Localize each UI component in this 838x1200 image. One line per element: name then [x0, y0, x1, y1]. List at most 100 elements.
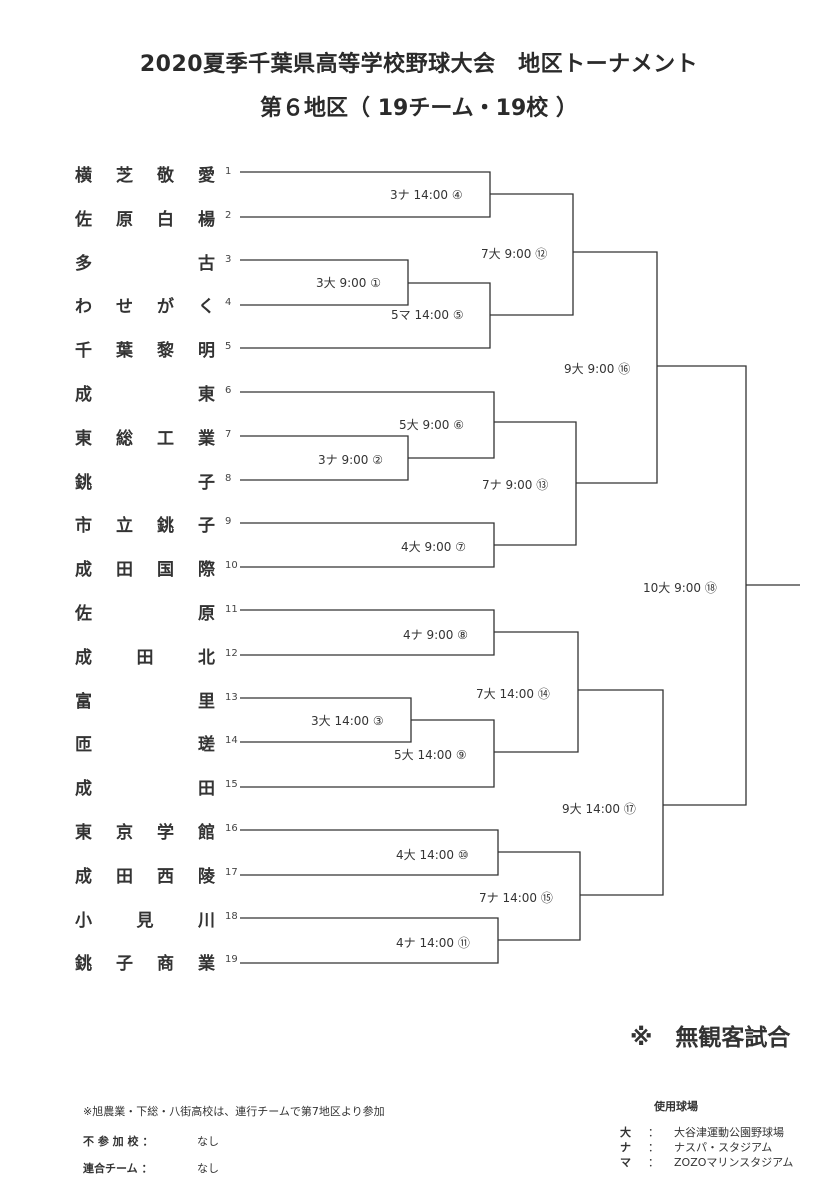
match-15: 7ナ 14:00 ⑮: [479, 891, 553, 905]
team-name-char: が: [157, 297, 174, 318]
match-10: 4大 14:00 ⑩: [396, 848, 469, 862]
team-number: 16: [225, 823, 238, 834]
match-4: 3ナ 14:00 ④: [390, 188, 463, 202]
team-name-char: 銚: [75, 472, 92, 493]
team-name-char: 川: [198, 910, 215, 931]
match-13: 7ナ 9:00 ⑬: [482, 478, 549, 492]
team-name: 成田西陵: [75, 862, 215, 887]
team-name: 東総工業: [75, 424, 215, 449]
team-name: 成東: [75, 380, 215, 405]
team-name: 匝瑳: [75, 730, 215, 755]
team-name: 小見川: [75, 906, 215, 931]
team-number: 3: [225, 253, 232, 265]
no-spectators-notice: ※ 無観客試合: [630, 1025, 791, 1051]
nonparticipating-value: なし: [197, 1135, 219, 1148]
team-name: 銚子: [75, 468, 215, 493]
team-name: 横芝敬愛: [75, 161, 215, 186]
bracket-line-14: [494, 631, 579, 753]
venue-row: ナ ： ナスパ・スタジアム: [620, 1139, 772, 1155]
team-name-char: 白: [157, 209, 174, 230]
venue-row: 大 ： 大谷津運動公園野球場: [620, 1124, 784, 1140]
team-name-char: 業: [198, 954, 215, 975]
team-name-char: 佐: [75, 209, 92, 230]
team-name-char: 東: [75, 428, 92, 449]
match-11: 4ナ 14:00 ⑪: [396, 936, 470, 950]
bracket-line-9: [240, 719, 495, 788]
team-name-char: 立: [116, 516, 133, 537]
team-name-char: 学: [157, 823, 174, 843]
team-name-char: 横: [75, 166, 92, 186]
team-name-char: 子: [116, 954, 133, 975]
team-name-char: 芝: [116, 166, 133, 186]
match-17: 9大 14:00 ⑰: [562, 802, 636, 816]
team-number: 14: [225, 735, 238, 747]
team-name-char: 楊: [198, 209, 215, 230]
team-name-char: 館: [198, 823, 215, 843]
team-name: 市立銚子: [75, 511, 215, 536]
bracket-line-12: [490, 193, 574, 316]
team-number: 5: [225, 341, 232, 353]
team-name-char: 成: [75, 560, 92, 581]
team-name-char: 際: [198, 560, 215, 581]
bracket-line-15: [498, 851, 581, 941]
team-number: 8: [225, 472, 232, 484]
venue-heading: 使用球場: [654, 1100, 698, 1113]
team-name-char: 銚: [157, 516, 174, 537]
bracket-line-16: [573, 251, 658, 484]
team-name-char: 西: [157, 866, 174, 887]
team-name-char: 見: [136, 910, 154, 931]
team-name-char: 愛: [198, 166, 215, 186]
match-7: 4大 9:00 ⑦: [401, 540, 466, 554]
team-name-char: 葉: [116, 341, 133, 362]
team-name-char: 古: [198, 253, 215, 274]
team-name: 成田: [75, 774, 215, 799]
team-number: 7: [225, 428, 232, 440]
team-name-char: 原: [198, 604, 215, 624]
team-name-char: 成: [75, 779, 92, 800]
team-number: 15: [225, 779, 238, 791]
tournament-subtitle: 第６地区（ 19チーム・19校 ）: [260, 96, 578, 121]
team-name-char: 市: [75, 516, 92, 537]
team-name: 東京学館: [75, 818, 215, 843]
bracket-line-17: [578, 689, 664, 896]
team-name-char: 成: [75, 866, 92, 887]
bracket-line-2: [240, 435, 409, 481]
match-18: 10大 9:00 ⑱: [643, 581, 717, 595]
team-name-char: く: [198, 297, 215, 318]
match-6: 5大 9:00 ⑥: [399, 418, 464, 432]
venue-key: ナ: [620, 1141, 631, 1154]
team-name: 成田国際: [75, 555, 215, 580]
venue-name: ナスパ・スタジアム: [674, 1141, 773, 1154]
team-name-char: 成: [75, 385, 92, 405]
team-name-char: 小: [75, 910, 92, 931]
footer-note: ※旭農業・下総・八街高校は、連行チームで第7地区より参加: [83, 1105, 385, 1118]
team-name-char: 子: [198, 472, 215, 493]
team-name: 佐原: [75, 599, 215, 624]
team-name-char: 成: [75, 647, 92, 668]
venue-key: マ: [620, 1156, 631, 1169]
team-name: 富里: [75, 687, 215, 712]
team-name-char: 多: [75, 253, 92, 274]
bracket-line-6: [240, 391, 495, 459]
team-number: 1: [225, 166, 232, 177]
team-name-char: 千: [75, 341, 92, 362]
team-name-char: せ: [116, 297, 133, 318]
match-2: 3ナ 9:00 ②: [318, 453, 383, 467]
venue-colon: ：: [648, 1126, 659, 1139]
match-5: 5マ 14:00 ⑤: [391, 308, 464, 322]
team-name-char: 田: [136, 647, 154, 668]
team-name-char: 総: [116, 428, 133, 449]
match-12: 7大 9:00 ⑫: [481, 247, 548, 261]
team-number: 4: [225, 297, 232, 309]
venue-colon: ：: [648, 1141, 659, 1154]
team-name-char: 原: [116, 209, 133, 230]
team-name-char: 瑳: [198, 735, 215, 756]
team-name-char: 業: [198, 428, 215, 449]
tournament-title: 2020夏季千葉県高等学校野球大会 地区トーナメント: [139, 52, 699, 77]
venue-name: ZOZOマリンスタジアム: [674, 1156, 794, 1169]
combined-team-label: 連合チーム ：: [83, 1162, 153, 1175]
team-number: 19: [225, 954, 238, 966]
team-name: 成田北: [75, 643, 215, 668]
venue-colon: ：: [648, 1156, 659, 1169]
